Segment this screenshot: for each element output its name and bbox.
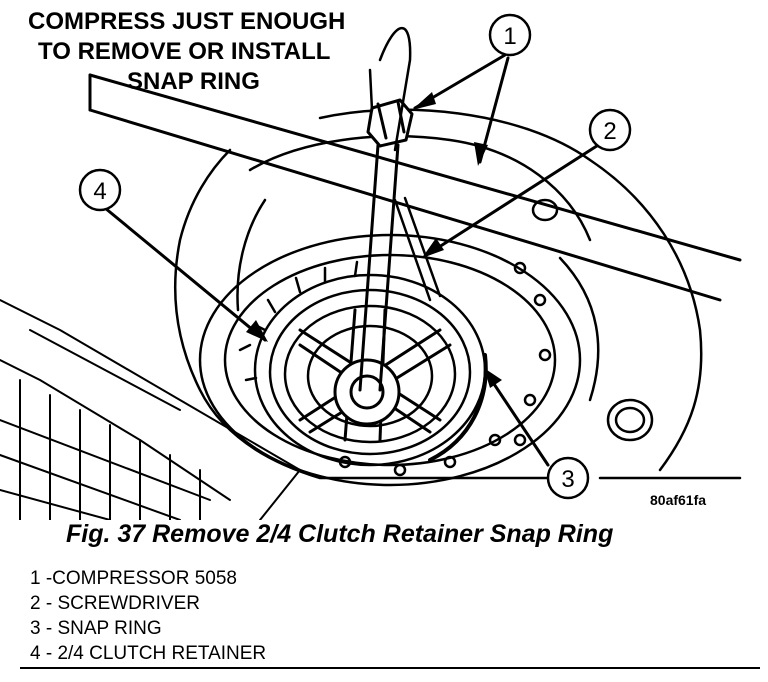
transmission-illustration: 1 2 3 4 [0, 13, 742, 520]
heading-line-1: COMPRESS JUST ENOUGH [28, 8, 346, 35]
compressor-bar [88, 73, 742, 302]
compressor-screw [358, 98, 414, 392]
callout-4: 4 [93, 178, 106, 205]
screwdriver [368, 26, 442, 302]
callout-circles [78, 13, 632, 500]
legend-item: 3 - SNAP RING [30, 618, 162, 639]
figure-id: 80af61fa [650, 492, 707, 508]
figure-caption: Fig. 37 Remove 2/4 Clutch Retainer Snap … [66, 520, 614, 548]
snap-ring [428, 353, 488, 462]
callout-2: 2 [603, 118, 616, 145]
workbench-grating [0, 299, 301, 520]
heading-line-2: TO REMOVE OR INSTALL [38, 38, 331, 65]
case-port [531, 198, 654, 442]
legend-item: 2 - SCREWDRIVER [30, 593, 200, 614]
compressor-foot [298, 308, 452, 442]
legend-item: 4 - 2/4 CLUTCH RETAINER [30, 643, 267, 664]
bottom-divider [20, 667, 760, 669]
callout-1: 1 [503, 23, 516, 50]
arrowheads [246, 92, 502, 388]
parts-legend: 1 -COMPRESSOR 5058 2 - SCREWDRIVER 3 - S… [30, 566, 266, 666]
callout-3: 3 [561, 466, 574, 493]
legend-item: 1 -COMPRESSOR 5058 [30, 568, 237, 589]
heading-line-3: SNAP RING [127, 68, 260, 95]
